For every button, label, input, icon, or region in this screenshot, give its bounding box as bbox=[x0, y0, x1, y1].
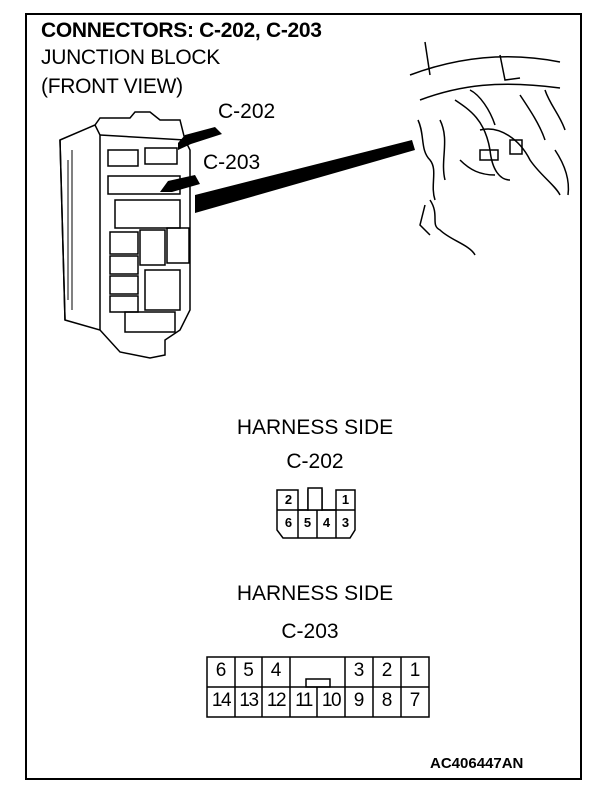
c202-pin: 1 bbox=[341, 492, 350, 507]
c203-harness-side-label: HARNESS SIDE bbox=[236, 582, 394, 605]
page-title: CONNECTORS: C-202, C-203 bbox=[41, 19, 322, 42]
c203-pin: 3 bbox=[353, 660, 365, 681]
diagram-frame bbox=[25, 13, 582, 780]
c202-pin: 3 bbox=[341, 515, 350, 530]
c202-pin: 6 bbox=[284, 515, 293, 530]
c203-pin: 8 bbox=[381, 690, 393, 711]
c202-connector-face bbox=[276, 487, 356, 539]
c203-pin: 2 bbox=[381, 660, 393, 681]
c202-pin: 2 bbox=[284, 492, 293, 507]
c202-pin: 4 bbox=[322, 515, 331, 530]
c203-pin: 9 bbox=[353, 690, 365, 711]
arrow-to-c202 bbox=[178, 127, 222, 150]
junction-block-housing bbox=[59, 111, 191, 359]
c202-connector-name: C-202 bbox=[286, 450, 344, 473]
leader-wedge bbox=[195, 140, 415, 213]
dashboard-harness-sketch bbox=[409, 41, 570, 256]
c203-pin: 13 bbox=[239, 690, 259, 711]
c202-socket-b bbox=[144, 147, 178, 165]
c203-connector-name: C-203 bbox=[281, 620, 339, 643]
callout-c202-label: C-202 bbox=[218, 100, 276, 123]
callout-c203-label: C-203 bbox=[203, 151, 261, 174]
subtitle-junction-block: JUNCTION BLOCK bbox=[41, 46, 220, 69]
arrow-to-c203 bbox=[160, 175, 200, 192]
c203-pin: 1 bbox=[409, 660, 421, 681]
c203-pin: 10 bbox=[321, 690, 342, 711]
diagram-id: AC406447AN bbox=[430, 755, 524, 772]
c203-pin: 6 bbox=[215, 660, 227, 681]
c203-pin: 7 bbox=[409, 690, 421, 711]
c203-pin: 5 bbox=[243, 660, 254, 681]
c202-socket-a bbox=[107, 149, 139, 167]
c203-pin: 14 bbox=[211, 690, 232, 711]
c203-connector-face bbox=[206, 656, 430, 718]
c203-pin: 11 bbox=[295, 690, 313, 711]
c202-pin: 5 bbox=[303, 515, 312, 530]
c203-pin: 4 bbox=[270, 660, 282, 681]
subtitle-front-view: (FRONT VIEW) bbox=[41, 75, 183, 98]
c203-pin: 12 bbox=[266, 690, 287, 711]
c202-harness-side-label: HARNESS SIDE bbox=[236, 416, 394, 439]
